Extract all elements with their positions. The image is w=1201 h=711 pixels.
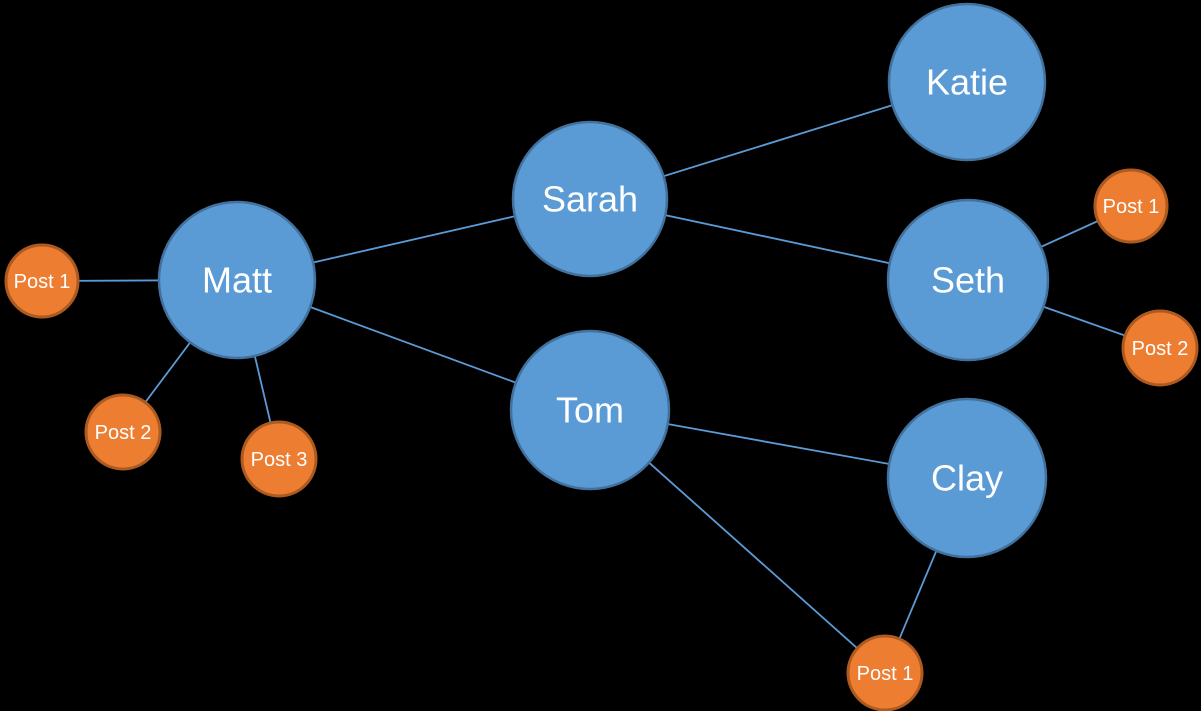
person-circle-seth[interactable] (886, 198, 1050, 362)
node-post2-seth[interactable]: Post 2 (1121, 309, 1199, 387)
person-circle-tom[interactable] (509, 329, 671, 491)
node-clay[interactable]: Clay (886, 397, 1048, 559)
post-circle-post2-matt[interactable] (84, 393, 162, 471)
node-katie[interactable]: Katie (887, 2, 1047, 162)
person-circle-sarah[interactable] (511, 120, 669, 278)
node-label-seth: Seth (931, 260, 1005, 301)
node-label-post1-clay: Post 1 (857, 663, 914, 685)
node-post1-seth[interactable]: Post 1 (1093, 168, 1169, 244)
node-label-post2-seth: Post 2 (1132, 338, 1189, 360)
post-circle-post2-seth[interactable] (1121, 309, 1199, 387)
node-label-clay: Clay (931, 458, 1003, 499)
node-label-post2-matt: Post 2 (95, 422, 152, 444)
node-post3-matt[interactable]: Post 3 (240, 420, 318, 498)
post-circle-post1-clay[interactable] (846, 634, 924, 711)
node-label-tom: Tom (556, 390, 624, 431)
node-seth[interactable]: Seth (886, 198, 1050, 362)
node-sarah[interactable]: Sarah (511, 120, 669, 278)
node-post2-matt[interactable]: Post 2 (84, 393, 162, 471)
node-label-post1-seth: Post 1 (1103, 196, 1160, 218)
node-matt[interactable]: Matt (157, 200, 317, 360)
node-post1-clay[interactable]: Post 1 (846, 634, 924, 711)
person-circle-clay[interactable] (886, 397, 1048, 559)
post-circle-post1-seth[interactable] (1093, 168, 1169, 244)
person-circle-katie[interactable] (887, 2, 1047, 162)
post-circle-post3-matt[interactable] (240, 420, 318, 498)
node-label-post1-matt: Post 1 (14, 271, 71, 293)
node-tom[interactable]: Tom (509, 329, 671, 491)
post-circle-post1-matt[interactable] (4, 243, 80, 319)
node-label-matt: Matt (202, 260, 272, 301)
person-circle-matt[interactable] (157, 200, 317, 360)
node-post1-matt[interactable]: Post 1 (4, 243, 80, 319)
node-label-sarah: Sarah (542, 179, 638, 220)
node-label-katie: Katie (926, 62, 1008, 103)
node-label-post3-matt: Post 3 (251, 449, 308, 471)
